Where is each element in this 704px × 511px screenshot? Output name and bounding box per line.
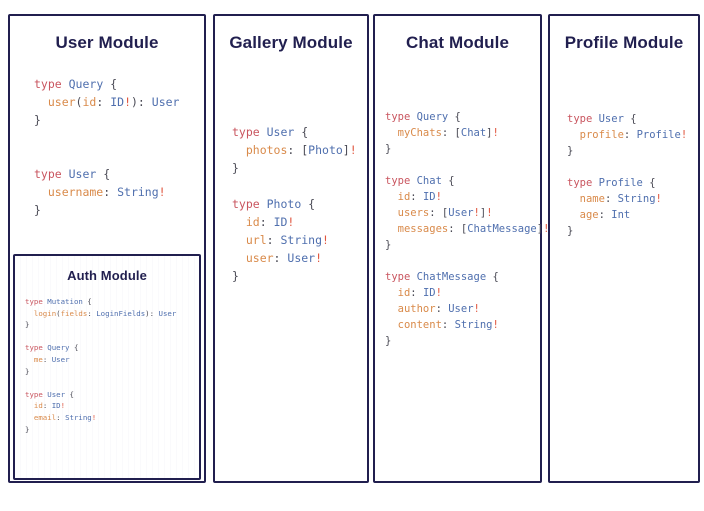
- module-title-gallery: Gallery Module: [229, 33, 353, 52]
- schema-code-gallery: type User { photos: [Photo]! } type Phot…: [232, 125, 357, 283]
- schema-code-profile: type User { profile: Profile! } type Pro…: [567, 113, 688, 237]
- module-title-user: User Module: [55, 33, 159, 52]
- schema-code-auth: type Mutation { login(fields: LoginField…: [25, 297, 177, 434]
- module-panel-user[interactable]: User Module type Query { user(id: ID!): …: [8, 14, 206, 483]
- module-title-profile: Profile Module: [564, 33, 684, 52]
- module-panel-auth[interactable]: Auth Module type Mutation { login(fields…: [13, 254, 201, 480]
- schema-code-chat: type Query { myChats: [Chat]! } type Cha…: [385, 111, 550, 347]
- module-title-chat: Chat Module: [405, 33, 510, 52]
- module-panel-chat[interactable]: Chat Module type Query { myChats: [Chat]…: [373, 14, 550, 483]
- module-panel-gallery[interactable]: Gallery Module type User { photos: [Phot…: [213, 14, 369, 483]
- module-panel-profile[interactable]: Profile Module type User { profile: Prof…: [548, 14, 700, 483]
- schema-code-user: type Query { user(id: ID!): User } type …: [34, 77, 180, 217]
- module-title-auth: Auth Module: [67, 268, 147, 283]
